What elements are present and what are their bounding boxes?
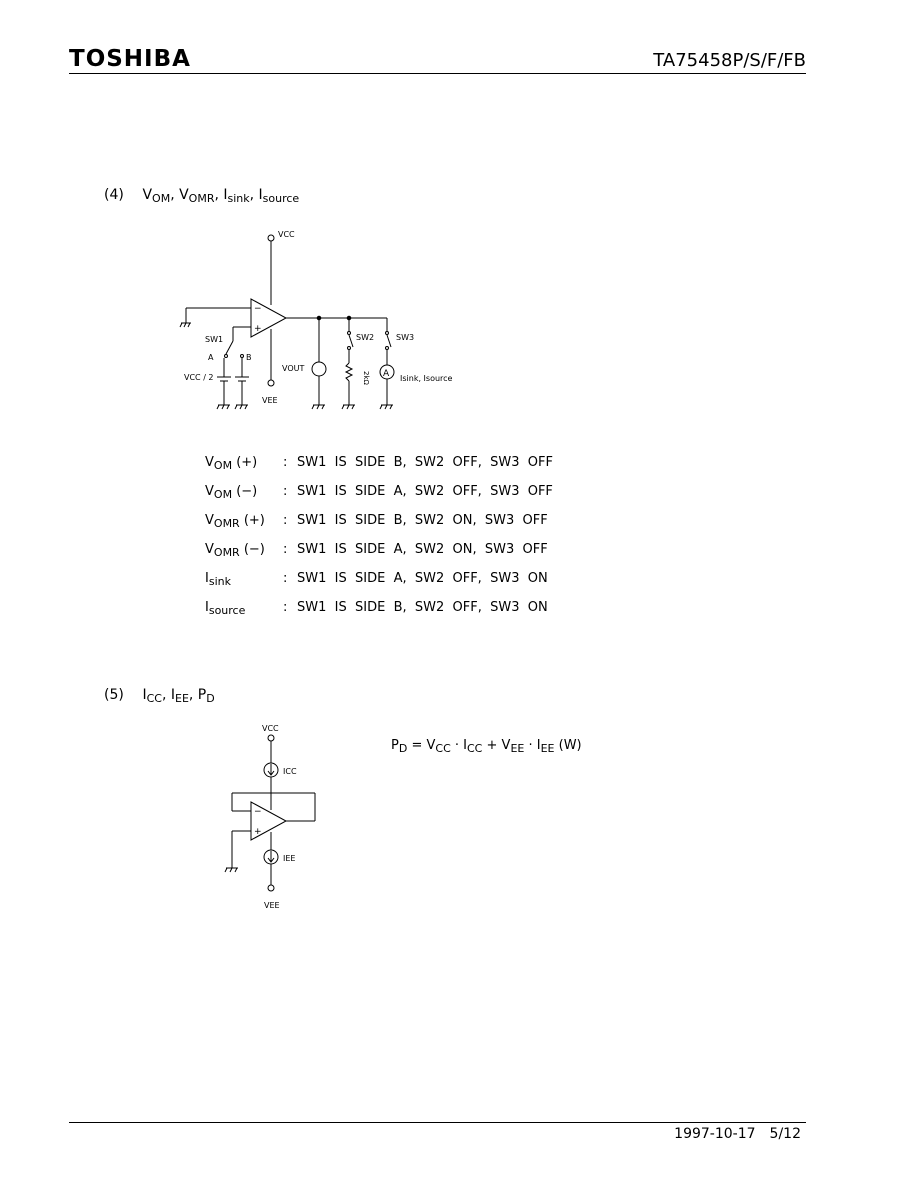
s4-vcc-half-label: VCC / 2 xyxy=(184,373,214,382)
s4-resistor-label: 2kΩ xyxy=(362,371,370,386)
condition-row: VOM (+):SW1 IS SIDE B, SW2 OFF, SW3 OFF xyxy=(205,455,553,472)
section-4-title-text: VOM, VOMR, Isink, Isource xyxy=(142,187,300,205)
condition-row: VOMR (+):SW1 IS SIDE B, SW2 ON, SW3 OFF xyxy=(205,513,548,530)
s5-minus-sign: − xyxy=(254,807,262,817)
s4-vcc-label: VCC xyxy=(278,230,295,239)
section-4-number: (4) xyxy=(104,187,124,203)
header-rule xyxy=(69,73,806,74)
footer: 1997-10-17 5/12 xyxy=(674,1126,801,1142)
s5-vcc-label: VCC xyxy=(262,724,279,733)
s4-sw2-label: SW2 xyxy=(356,333,374,342)
s4-a-label: A xyxy=(208,353,214,362)
s4-isink-isource-label: Isink, Isource xyxy=(400,374,453,383)
part-number: TA75458P/S/F/FB xyxy=(653,50,806,71)
s4-vout-label: VOUT xyxy=(282,364,304,373)
condition-row: Isink:SW1 IS SIDE A, SW2 OFF, SW3 ON xyxy=(205,571,548,588)
s4-opamp-symbol xyxy=(250,298,288,338)
footer-rule xyxy=(69,1122,806,1123)
s5-iee-label: IEE xyxy=(283,854,295,863)
footer-page-number: 5/12 xyxy=(769,1126,801,1142)
s5-icc-label: ICC xyxy=(283,767,297,776)
footer-date: 1997-10-17 xyxy=(674,1126,756,1142)
section-5-number: (5) xyxy=(104,687,124,703)
s4-ammeter-letter: A xyxy=(383,369,390,379)
section-4-circuit-diagram: VCC − + VEE SW1 A B VCC / 2 VOUT SW2 xyxy=(179,230,453,410)
s4-minus-sign: − xyxy=(254,304,262,314)
section-5-title-text: ICC, IEE, PD xyxy=(142,687,215,705)
s4-sw3-label: SW3 xyxy=(396,333,414,342)
section-5-title: (5) ICC, IEE, PD xyxy=(104,687,215,705)
s4-plus-sign: + xyxy=(254,324,262,334)
condition-row: Isource:SW1 IS SIDE B, SW2 OFF, SW3 ON xyxy=(205,600,548,617)
section-4-title: (4) VOM, VOMR, Isink, Isource xyxy=(104,187,299,205)
condition-row: VOMR (−):SW1 IS SIDE A, SW2 ON, SW3 OFF xyxy=(205,542,548,559)
s4-sw1-label: SW1 xyxy=(205,335,223,344)
condition-row: VOM (−):SW1 IS SIDE A, SW2 OFF, SW3 OFF xyxy=(205,484,553,501)
power-dissipation-formula: PD = VCC · ICC + VEE · IEE (W) xyxy=(391,738,582,755)
s4-b-label: B xyxy=(246,353,252,362)
s5-vee-label: VEE xyxy=(264,901,280,910)
company-logo: TOSHIBA xyxy=(69,46,191,72)
s5-plus-sign: + xyxy=(254,827,262,837)
s5-opamp-symbol xyxy=(250,801,288,841)
section-5-circuit-diagram: VCC ICC − + IEE VEE xyxy=(224,724,316,910)
s4-vee-label: VEE xyxy=(262,396,278,405)
